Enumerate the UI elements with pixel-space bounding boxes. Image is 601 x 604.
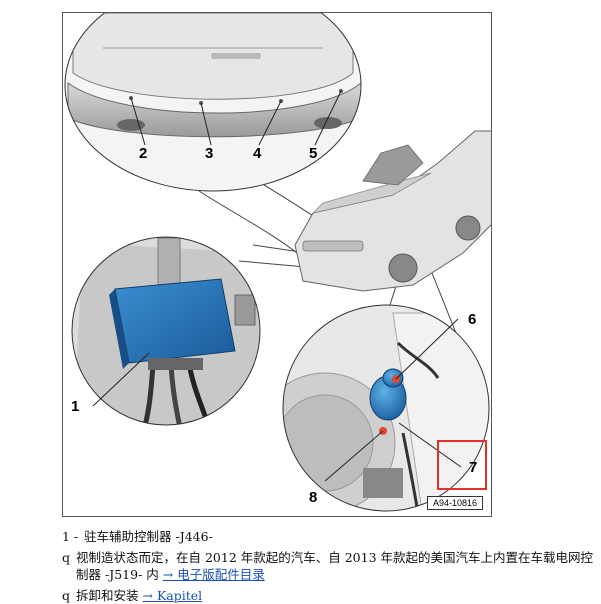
note-body: 拆卸和安装 → Kapitel — [76, 587, 597, 604]
callout-6: 6 — [468, 311, 477, 328]
parts-catalog-link[interactable]: → 电子版配件目录 — [162, 567, 265, 582]
legend-note-2: q 拆卸和安装 → Kapitel — [62, 587, 597, 604]
callout-7: 7 — [469, 459, 478, 476]
note-text: 视制造状态而定，在自 2012 年款起的汽车、自 2013 年款起的美国汽车上内… — [76, 550, 594, 582]
legend-note-1: q 视制造状态而定，在自 2012 年款起的汽车、自 2013 年款起的美国汽车… — [62, 549, 597, 583]
callout-1: 1 — [71, 398, 80, 415]
note-text: 拆卸和安装 — [76, 588, 139, 603]
component-location-figure: 2 3 4 5 6 1 7 8 A94-10816 — [62, 12, 492, 517]
note-bullet: q — [62, 550, 71, 565]
note-bullet: q — [62, 588, 71, 603]
legend-item-number: 1 - — [62, 529, 79, 544]
callout-4: 4 — [253, 145, 262, 162]
note-body: 视制造状态而定，在自 2012 年款起的汽车、自 2013 年款起的美国汽车上内… — [76, 549, 597, 583]
callout-2: 2 — [139, 145, 148, 162]
chapter-link[interactable]: → Kapitel — [142, 588, 203, 603]
highlight-box-callout-7 — [437, 440, 487, 490]
callout-5: 5 — [309, 145, 318, 162]
callout-8: 8 — [309, 489, 318, 506]
figure-illustration — [64, 13, 491, 512]
figure-id-label: A94-10816 — [426, 496, 483, 510]
legend-item-text: 驻车辅助控制器 -J446- — [84, 529, 213, 544]
callout-3: 3 — [205, 145, 214, 162]
legend-item-1: 1 - 驻车辅助控制器 -J446- — [62, 528, 597, 545]
legend: 1 - 驻车辅助控制器 -J446- q 视制造状态而定，在自 2012 年款起… — [62, 528, 597, 604]
